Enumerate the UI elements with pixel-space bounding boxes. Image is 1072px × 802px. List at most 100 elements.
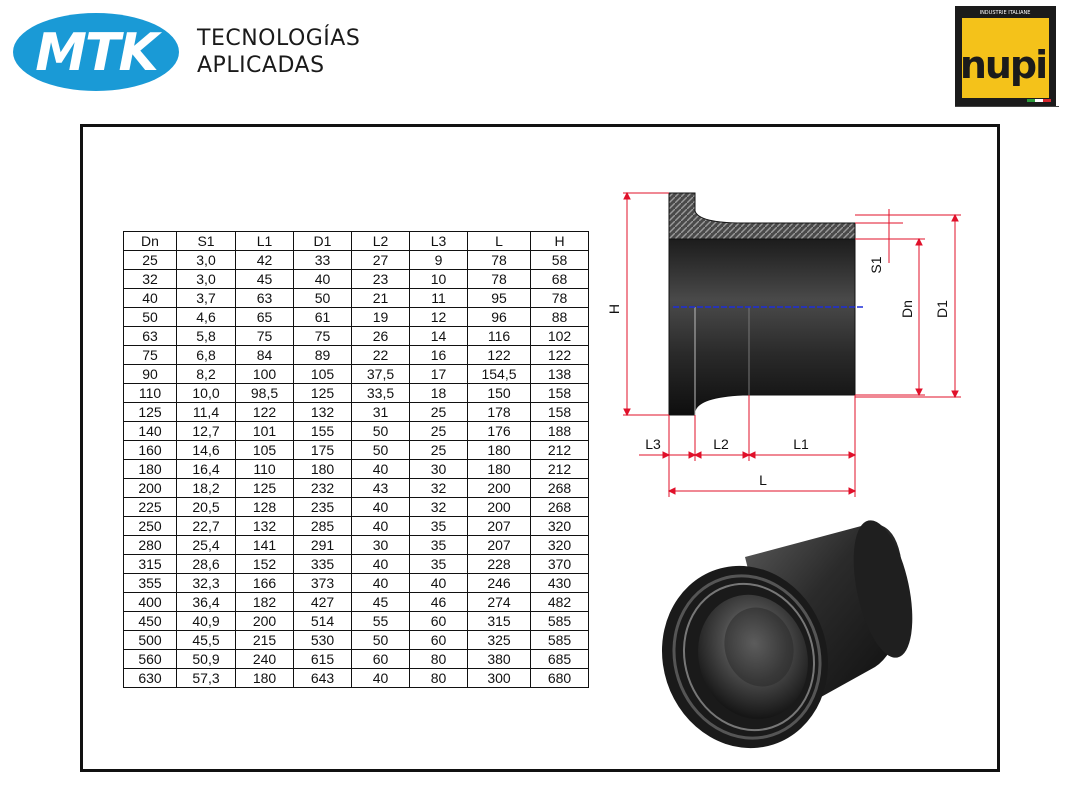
table-cell: 25 xyxy=(409,440,468,460)
table-cell: 585 xyxy=(530,630,589,650)
table-cell: 158 xyxy=(530,383,589,403)
table-cell: 643 xyxy=(293,668,352,688)
table-cell: 40 xyxy=(351,516,410,536)
table-cell: 3,0 xyxy=(176,269,236,289)
table-cell: 615 xyxy=(293,649,352,669)
table-cell: 132 xyxy=(293,402,352,422)
table-cell: 63 xyxy=(235,288,294,308)
table-cell: 291 xyxy=(293,535,352,555)
column-header: Dn xyxy=(123,231,177,251)
table-cell: 141 xyxy=(235,535,294,555)
table-cell: 180 xyxy=(123,459,177,479)
table-cell: 200 xyxy=(123,478,177,498)
table-cell: 20,5 xyxy=(176,497,236,517)
table-cell: 370 xyxy=(530,554,589,574)
nupi-logo-text: nupi xyxy=(960,43,1046,87)
table-cell: 78 xyxy=(530,288,589,308)
table-cell: 355 xyxy=(123,573,177,593)
table-cell: 40 xyxy=(293,269,352,289)
table-cell: 30 xyxy=(409,459,468,479)
table-cell: 42 xyxy=(235,250,294,270)
table-cell: 212 xyxy=(530,459,589,479)
table-cell: 178 xyxy=(467,402,531,422)
table-cell: 40 xyxy=(351,573,410,593)
table-cell: 19 xyxy=(351,307,410,327)
table-cell: 685 xyxy=(530,649,589,669)
table-cell: 232 xyxy=(293,478,352,498)
label-l3: L3 xyxy=(645,436,661,452)
table-cell: 250 xyxy=(123,516,177,536)
table-cell: 95 xyxy=(467,288,531,308)
fitting-3d-render xyxy=(661,520,913,749)
table-cell: 60 xyxy=(351,649,410,669)
table-cell: 125 xyxy=(123,402,177,422)
table-cell: 10,0 xyxy=(176,383,236,403)
label-dn: Dn xyxy=(899,300,915,318)
table-cell: 105 xyxy=(235,440,294,460)
mtk-logo-text: MTK xyxy=(35,23,162,83)
table-cell: 25,4 xyxy=(176,535,236,555)
table-cell: 40 xyxy=(351,668,410,688)
table-cell: 180 xyxy=(467,459,531,479)
dim-d1 xyxy=(855,213,961,399)
table-cell: 450 xyxy=(123,611,177,631)
table-cell: 235 xyxy=(293,497,352,517)
nupi-logo: nupi INDUSTRIE ITALIANE xyxy=(955,6,1056,106)
nupi-small-text: INDUSTRIE ITALIANE xyxy=(980,10,1031,16)
tube-end xyxy=(853,520,913,658)
table-cell: 158 xyxy=(530,402,589,422)
table-cell: 138 xyxy=(530,364,589,384)
table-cell: 35 xyxy=(409,516,468,536)
table-cell: 32 xyxy=(123,269,177,289)
flange-ring-2 xyxy=(682,582,816,732)
table-cell: 128 xyxy=(235,497,294,517)
table-cell: 78 xyxy=(467,269,531,289)
table-cell: 102 xyxy=(530,326,589,346)
table-cell: 96 xyxy=(467,307,531,327)
table-cell: 31 xyxy=(351,402,410,422)
table-cell: 482 xyxy=(530,592,589,612)
table-cell: 400 xyxy=(123,592,177,612)
table-cell: 122 xyxy=(467,345,531,365)
label-l2: L2 xyxy=(713,436,729,452)
table-cell: 58 xyxy=(530,250,589,270)
table-cell: 630 xyxy=(123,668,177,688)
table-cell: 36,4 xyxy=(176,592,236,612)
table-cell: 40 xyxy=(409,573,468,593)
table-cell: 30 xyxy=(351,535,410,555)
table-cell: 207 xyxy=(467,535,531,555)
table-cell: 427 xyxy=(293,592,352,612)
table-cell: 175 xyxy=(293,440,352,460)
table-cell: 40 xyxy=(123,288,177,308)
table-cell: 14,6 xyxy=(176,440,236,460)
table-cell: 16 xyxy=(409,345,468,365)
table-cell: 152 xyxy=(235,554,294,574)
table-cell: 60 xyxy=(409,611,468,631)
table-cell: 98,5 xyxy=(235,383,294,403)
table-cell: 60 xyxy=(409,630,468,650)
table-cell: 155 xyxy=(293,421,352,441)
table-cell: 4,6 xyxy=(176,307,236,327)
table-cell: 180 xyxy=(467,440,531,460)
table-cell: 40,9 xyxy=(176,611,236,631)
table-cell: 150 xyxy=(467,383,531,403)
table-cell: 23 xyxy=(351,269,410,289)
table-cell: 25 xyxy=(123,250,177,270)
table-cell: 10 xyxy=(409,269,468,289)
table-cell: 21 xyxy=(351,288,410,308)
table-cell: 6,8 xyxy=(176,345,236,365)
mtk-logo-ellipse xyxy=(13,13,179,91)
